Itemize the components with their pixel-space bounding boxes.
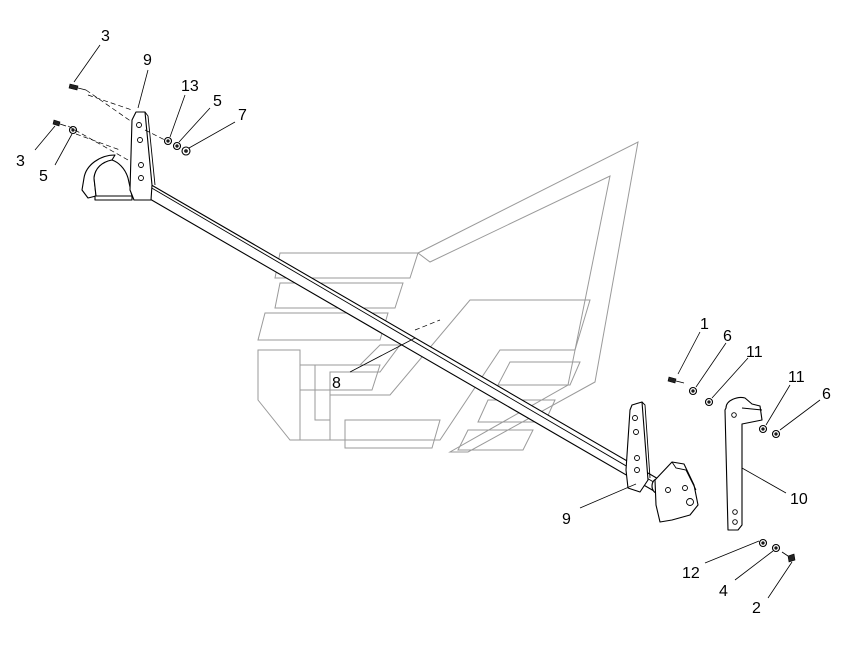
callout-4: 4 <box>719 583 728 600</box>
watermark-logo <box>257 141 639 453</box>
right-cam-plate <box>654 461 699 523</box>
shaft-part-8 <box>140 181 663 494</box>
callout-7: 7 <box>238 107 247 124</box>
callout-10: 10 <box>790 491 808 508</box>
callout-9-right: 9 <box>562 511 571 528</box>
callout-9-left: 9 <box>143 52 152 69</box>
callout-11-right: 11 <box>788 369 805 386</box>
callout-5-top: 5 <box>213 93 222 110</box>
hardware-left-top <box>52 83 191 156</box>
callout-5-left: 5 <box>39 168 48 185</box>
callout-3-top: 3 <box>101 28 110 45</box>
hardware-right <box>667 376 796 563</box>
callout-8: 8 <box>332 375 341 392</box>
leader-lines <box>34 44 821 599</box>
callout-11-upper: 11 <box>746 344 763 361</box>
callout-numbers: 3 9 13 5 7 3 5 8 9 1 6 11 11 6 10 12 4 2 <box>16 28 831 617</box>
left-hook-plate <box>81 154 133 201</box>
alignment-lines <box>67 89 441 331</box>
right-bracket-part-9 <box>625 401 651 493</box>
callout-12: 12 <box>682 565 700 582</box>
callout-3-left: 3 <box>16 153 25 170</box>
callout-2: 2 <box>752 600 761 617</box>
callout-6-upper: 6 <box>723 328 732 345</box>
left-bracket-part-9 <box>129 111 156 201</box>
callout-13: 13 <box>181 78 199 95</box>
link-part-10 <box>724 396 763 531</box>
callout-6-right: 6 <box>822 386 831 403</box>
callout-1: 1 <box>700 316 709 333</box>
